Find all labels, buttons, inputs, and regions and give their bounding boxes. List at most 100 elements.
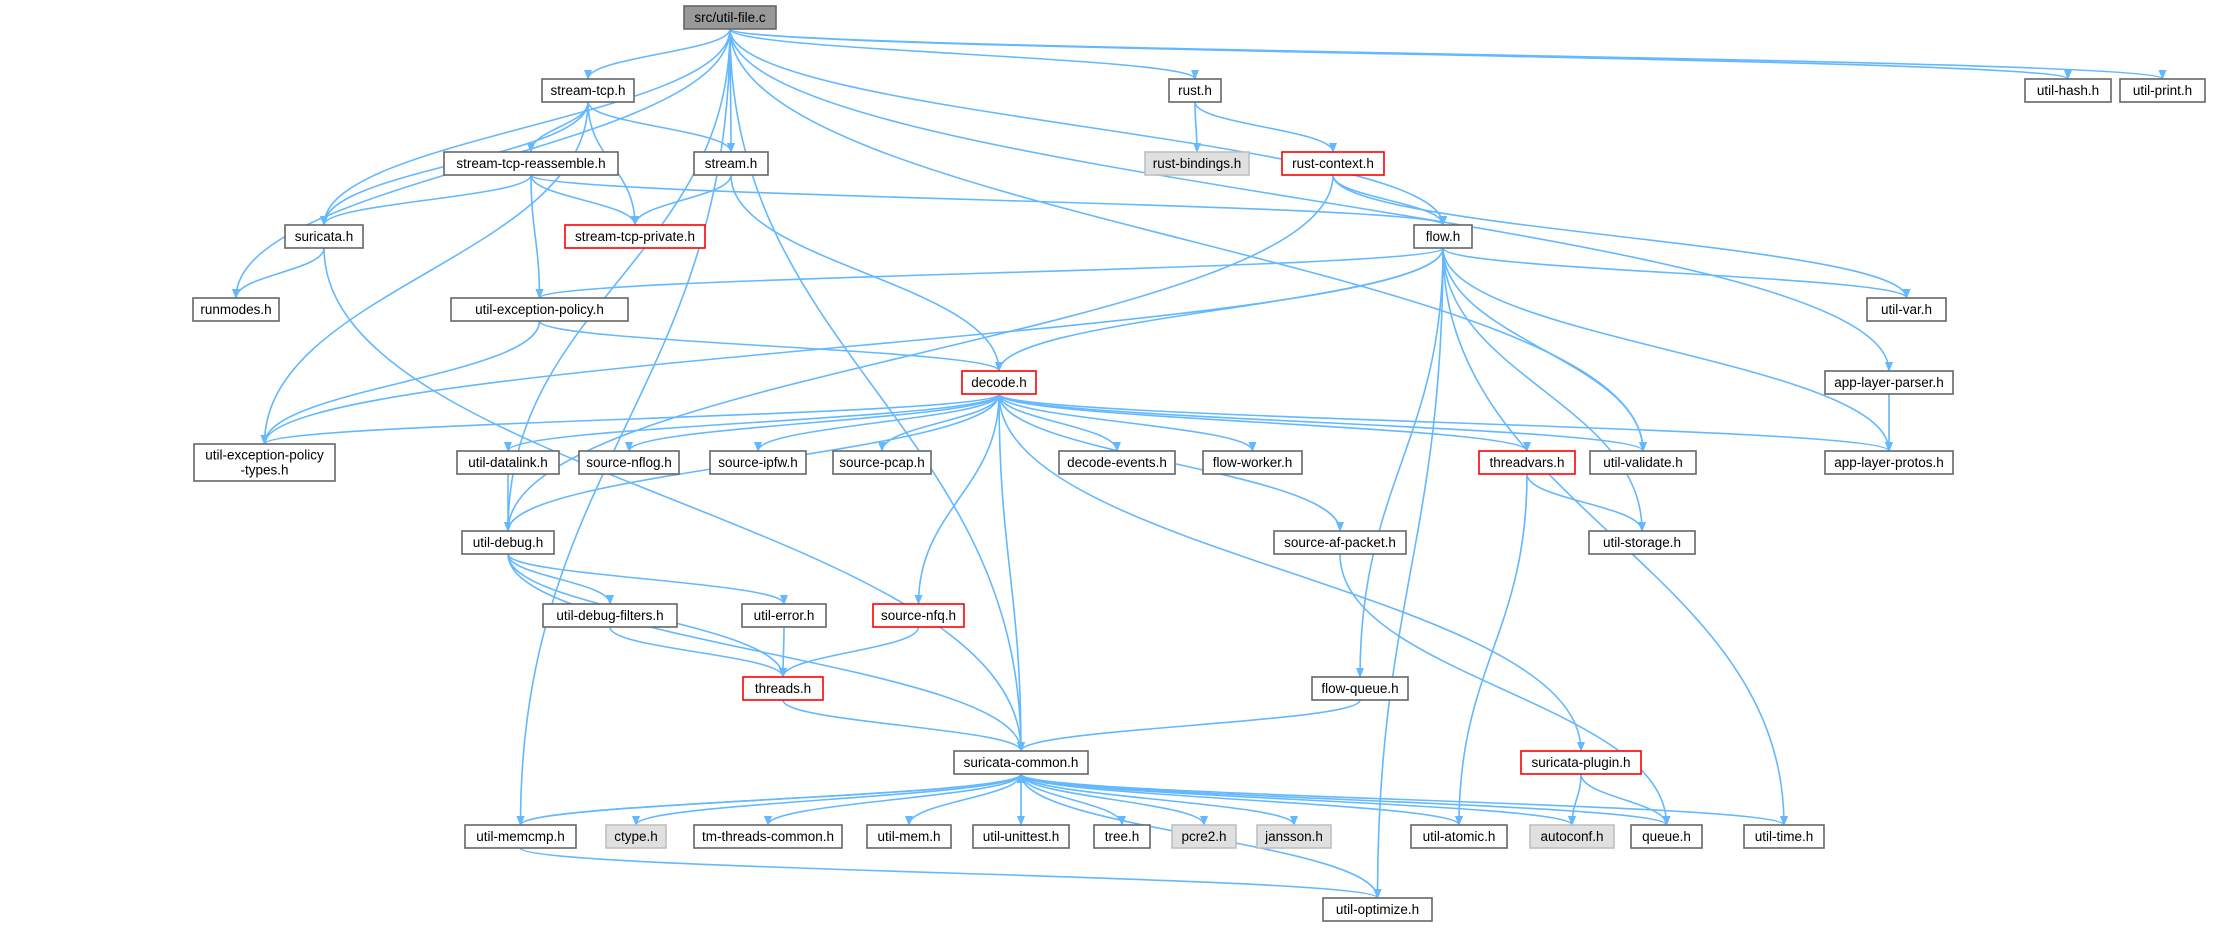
node-flow-queue[interactable]: flow-queue.h [1311,676,1409,701]
node-label-flow-worker: flow-worker.h [1213,455,1293,470]
edge-decode-to-source-ipfw [754,393,1000,452]
node-util-validate[interactable]: util-validate.h [1589,450,1697,475]
edge-flow-to-util-exception-policy [535,247,1444,299]
node-box-util-hash [2024,78,2112,103]
node-box-pcre2 [1171,824,1237,849]
node-flow-worker[interactable]: flow-worker.h [1202,450,1303,475]
node-label-pcre2: pcre2.h [1181,829,1226,844]
node-box-util-storage [1588,530,1696,555]
edge-threadvars-to-util-atomic [1455,473,1528,826]
edge-util-file-c-to-util-hash [729,28,2072,80]
node-box-decode [961,370,1037,395]
node-util-unittest[interactable]: util-unittest.h [972,824,1070,849]
edge-util-error-to-threads [779,626,788,678]
node-rust-bindings[interactable]: rust-bindings.h [1144,151,1250,176]
node-source-nflog[interactable]: source-nflog.h [578,450,680,475]
node-label-queue: queue.h [1642,829,1691,844]
node-suricata-plugin[interactable]: suricata-plugin.h [1520,750,1642,775]
node-tm-threads-common[interactable]: tm-threads-common.h [693,824,843,849]
node-label-util-exception-policy-types: -types.h [240,463,288,478]
node-stream-tcp[interactable]: stream-tcp.h [541,78,635,103]
node-box-util-var [1866,297,1947,322]
node-source-af-packet[interactable]: source-af-packet.h [1273,530,1407,555]
node-util-time[interactable]: util-time.h [1743,824,1825,849]
node-util-optimize[interactable]: util-optimize.h [1322,897,1433,922]
node-label-autoconf: autoconf.h [1540,829,1603,844]
node-util-file-c[interactable]: src/util-file.c [683,5,777,30]
node-threads[interactable]: threads.h [742,676,824,701]
node-util-mem[interactable]: util-mem.h [866,824,952,849]
node-autoconf[interactable]: autoconf.h [1529,824,1615,849]
node-label-util-exception-policy-types: util-exception-policy [205,448,324,463]
node-stream[interactable]: stream.h [693,151,769,176]
node-util-exception-policy-types[interactable]: util-exception-policy-types.h [193,443,336,482]
node-util-atomic[interactable]: util-atomic.h [1410,824,1508,849]
node-suricata[interactable]: suricata.h [284,224,364,249]
node-runmodes[interactable]: runmodes.h [192,297,280,322]
node-label-stream-tcp-private: stream-tcp-private.h [575,229,695,244]
node-jansson[interactable]: jansson.h [1256,824,1332,849]
node-util-var[interactable]: util-var.h [1866,297,1947,322]
node-source-ipfw[interactable]: source-ipfw.h [709,450,807,475]
node-label-util-atomic: util-atomic.h [1423,829,1496,844]
node-app-layer-parser[interactable]: app-layer-parser.h [1824,370,1954,395]
node-util-memcmp[interactable]: util-memcmp.h [464,824,577,849]
edge-suricata-common-to-tree [1020,773,1126,826]
node-source-nfq[interactable]: source-nfq.h [872,603,965,628]
node-util-error[interactable]: util-error.h [741,603,827,628]
edge-decode-to-suricata-common [998,393,1025,752]
node-util-datalink[interactable]: util-datalink.h [456,450,560,475]
node-flow[interactable]: flow.h [1413,224,1473,249]
edge-stream-tcp-reassemble-to-stream-tcp-private [530,174,639,226]
node-box-tm-threads-common [693,824,843,849]
edge-decode-to-decode-events [998,393,1121,452]
edge-stream-tcp-to-stream [587,101,735,153]
edge-util-file-c-to-flow [729,28,1447,226]
node-box-threadvars [1478,450,1576,475]
node-pcre2[interactable]: pcre2.h [1171,824,1237,849]
node-util-print[interactable]: util-print.h [2119,78,2206,103]
node-box-util-optimize [1322,897,1433,922]
node-ctype[interactable]: ctype.h [605,824,667,849]
edge-stream-tcp-reassemble-to-suricata [320,174,532,226]
node-source-pcap[interactable]: source-pcap.h [832,450,932,475]
edge-stream-tcp-reassemble-to-util-exception-policy [530,174,544,299]
node-box-decode-events [1058,450,1176,475]
node-threadvars[interactable]: threadvars.h [1478,450,1576,475]
node-queue[interactable]: queue.h [1630,824,1703,849]
node-label-util-debug-filters: util-debug-filters.h [556,608,663,623]
node-stream-tcp-reassemble[interactable]: stream-tcp-reassemble.h [443,151,619,176]
node-rust[interactable]: rust.h [1168,78,1222,103]
edge-source-af-packet-to-queue [1339,553,1671,826]
node-box-rust-context [1281,151,1385,176]
node-label-source-af-packet: source-af-packet.h [1284,535,1396,550]
node-util-hash[interactable]: util-hash.h [2024,78,2112,103]
node-label-flow: flow.h [1426,229,1461,244]
edge-flow-to-util-var [1442,247,1911,299]
node-label-threadvars: threadvars.h [1489,455,1564,470]
node-util-debug[interactable]: util-debug.h [461,530,555,555]
node-decode[interactable]: decode.h [961,370,1037,395]
node-util-debug-filters[interactable]: util-debug-filters.h [542,603,678,628]
node-util-storage[interactable]: util-storage.h [1588,530,1696,555]
edge-decode-to-util-validate [998,393,1647,452]
node-decode-events[interactable]: decode-events.h [1058,450,1176,475]
edge-decode-to-app-layer-protos [998,393,1893,452]
edge-flow-to-app-layer-protos [1442,247,1893,452]
node-tree[interactable]: tree.h [1093,824,1151,849]
node-label-source-ipfw: source-ipfw.h [718,455,798,470]
node-label-source-nflog: source-nflog.h [586,455,672,470]
node-box-jansson [1256,824,1332,849]
node-util-exception-policy[interactable]: util-exception-policy.h [450,297,629,322]
node-box-util-debug [461,530,555,555]
node-app-layer-protos[interactable]: app-layer-protos.h [1824,450,1954,475]
node-suricata-common[interactable]: suricata-common.h [953,750,1089,775]
node-label-util-validate: util-validate.h [1603,455,1683,470]
node-stream-tcp-private[interactable]: stream-tcp-private.h [564,224,706,249]
edge-util-file-c-to-rust [729,28,1199,80]
node-box-source-ipfw [709,450,807,475]
edge-util-debug-to-util-error [507,553,788,605]
node-box-ctype [605,824,667,849]
node-rust-context[interactable]: rust-context.h [1281,151,1385,176]
node-label-decode-events: decode-events.h [1067,455,1167,470]
